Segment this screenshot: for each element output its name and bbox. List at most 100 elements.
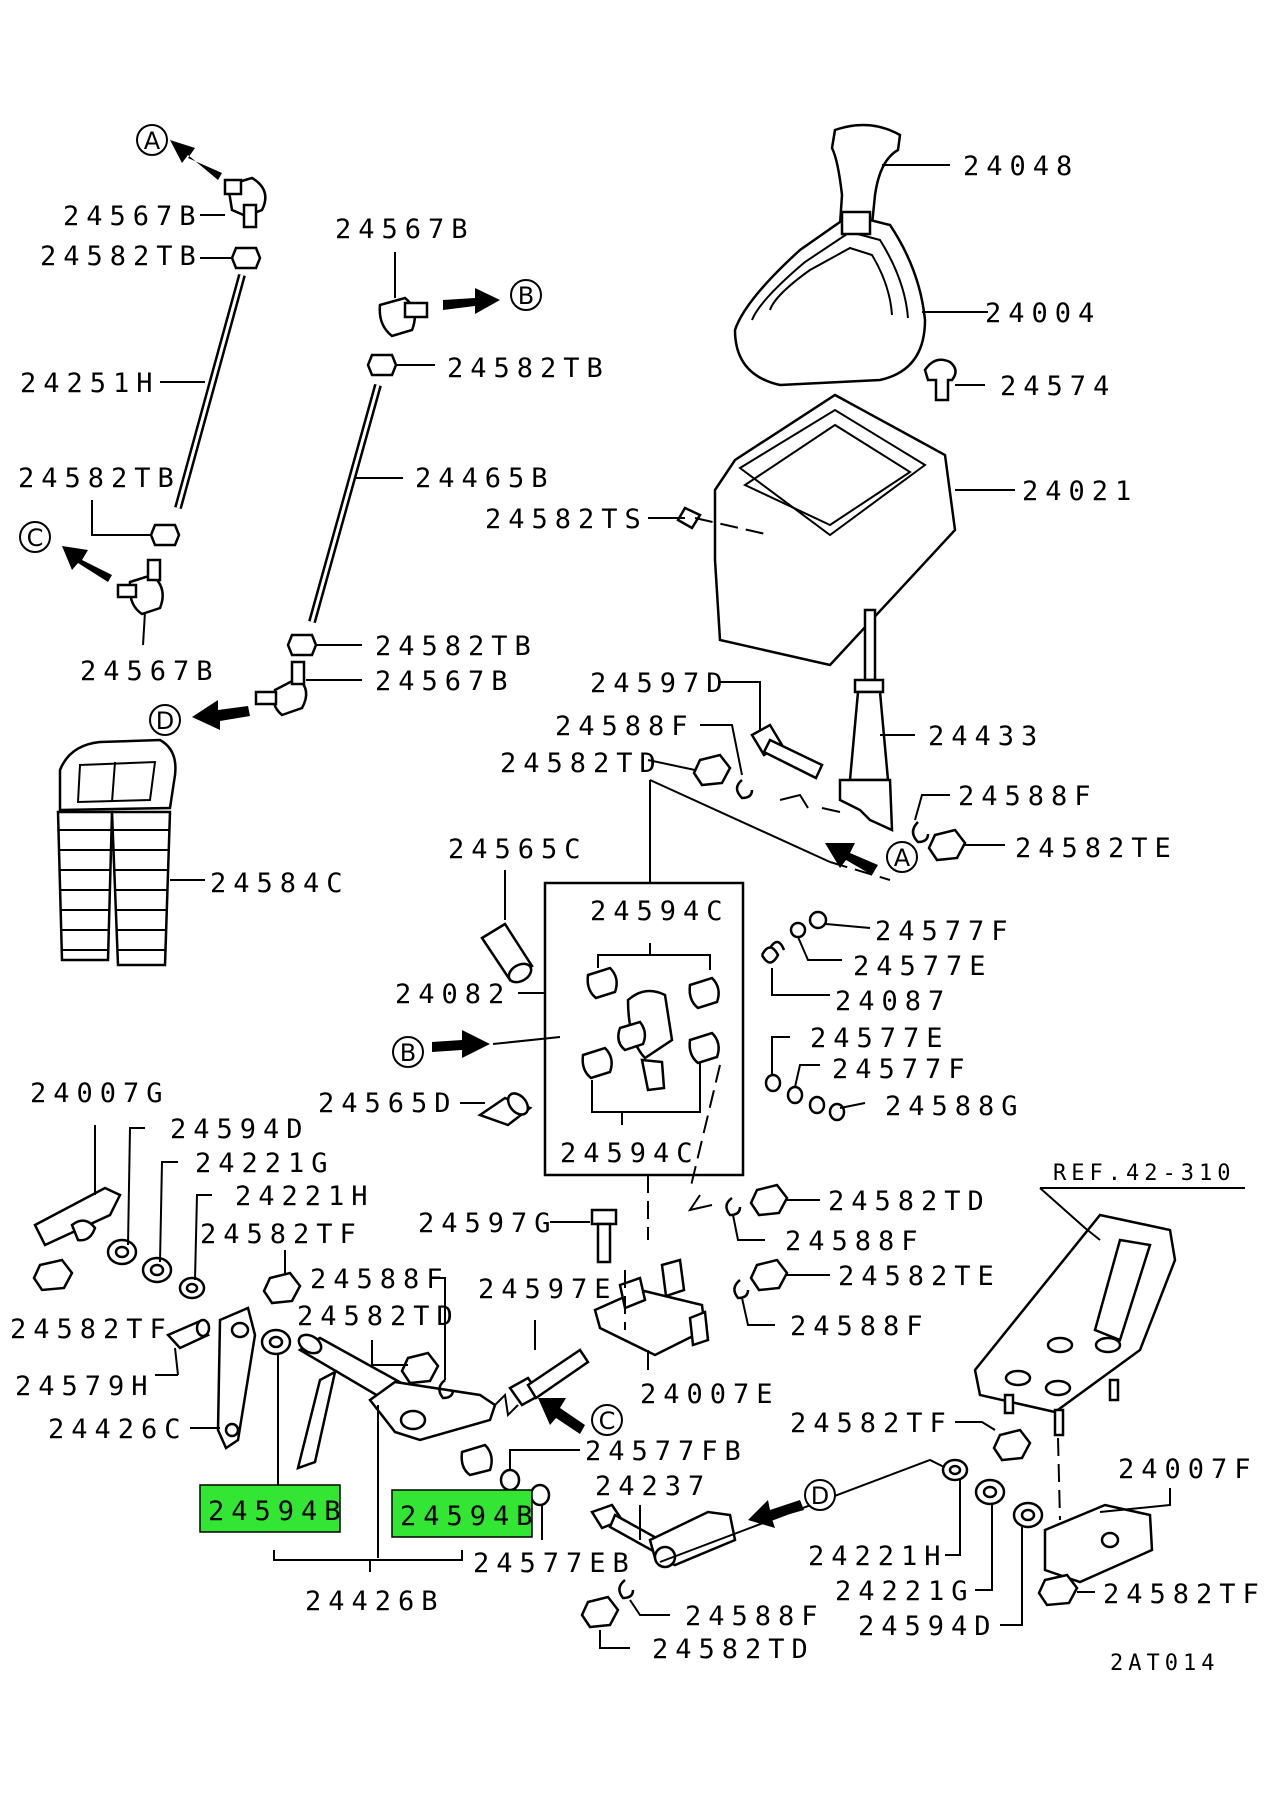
label-24588F-f: 24588F <box>685 1601 825 1632</box>
label-24565C: 24565C <box>448 834 588 865</box>
bolt-24574[interactable] <box>923 358 957 402</box>
nut-top-mid[interactable] <box>366 353 398 377</box>
nut-24582TE-top[interactable] <box>927 828 967 862</box>
clip-24588F-f[interactable] <box>618 1579 635 1600</box>
pin-24565C[interactable] <box>480 922 534 986</box>
shift-boot[interactable] <box>733 210 927 387</box>
clip-24582TS[interactable] <box>676 506 702 530</box>
label-24582TB-b: 24582TB <box>18 463 181 494</box>
console-24021[interactable] <box>713 393 957 667</box>
bracket-24007G[interactable] <box>33 1186 122 1247</box>
nut-24582TD-d[interactable] <box>580 1595 620 1629</box>
spring-24087[interactable] <box>760 940 786 964</box>
rod-24237[interactable] <box>590 1503 737 1569</box>
nut-mid-left[interactable] <box>149 523 181 547</box>
bushing-24594D-b[interactable] <box>1012 1501 1044 1529</box>
bolt-24597G[interactable] <box>590 1208 618 1264</box>
nut-24582TD-c[interactable] <box>749 1183 789 1217</box>
label-24594B-a: 24594B <box>208 1496 348 1527</box>
label-24582TB-d: 24582TB <box>375 631 538 662</box>
nut-24582TE-b[interactable] <box>749 1258 789 1292</box>
label-24433: 24433 <box>928 721 1044 752</box>
pin-24565D[interactable] <box>477 1090 533 1127</box>
ball-joint-bottom-left[interactable] <box>116 558 164 616</box>
label-24004: 24004 <box>985 298 1101 329</box>
label-24426C: 24426C <box>48 1414 188 1445</box>
label-24594C-b: 24594C <box>560 1138 700 1169</box>
bushing-24221G-a[interactable] <box>141 1256 173 1284</box>
rod-24251H[interactable] <box>174 273 246 510</box>
label-24465B: 24465B <box>415 463 555 494</box>
label-24594D-a: 24594D <box>170 1114 310 1145</box>
label-24577F-a: 24577F <box>875 916 1015 947</box>
bushing-group-24594C[interactable] <box>581 966 720 1092</box>
clip-24588F-top[interactable] <box>735 779 754 800</box>
bushing-24594D-a[interactable] <box>106 1238 138 1266</box>
washer-24577F[interactable] <box>789 910 828 939</box>
shaft-24426B[interactable] <box>296 1331 497 1470</box>
nut-bottom-mid[interactable] <box>286 633 318 657</box>
diagram-code: 2AT014 <box>1110 1651 1219 1676</box>
label-24574: 24574 <box>1000 371 1116 402</box>
callout-B-top: B <box>518 282 534 310</box>
bushing-24221H-a[interactable] <box>178 1276 206 1300</box>
callout-B-center: B <box>400 1039 416 1067</box>
label-24082: 24082 <box>395 979 511 1010</box>
bushing-24221G-b[interactable] <box>974 1478 1006 1506</box>
transmission-plate-ref[interactable] <box>973 1213 1177 1437</box>
label-24594C-a: 24594C <box>590 896 730 927</box>
bolt-24597E[interactable] <box>508 1348 590 1407</box>
label-24582TD-c: 24582TD <box>828 1186 991 1217</box>
label-24582TF-b: 24582TF <box>10 1314 173 1345</box>
label-24588F-c: 24588F <box>310 1264 450 1295</box>
bracket-24007E[interactable] <box>593 1258 710 1357</box>
label-24021: 24021 <box>1022 476 1138 507</box>
shift-knob[interactable] <box>830 123 902 232</box>
bushing-24221H-b[interactable] <box>941 1458 969 1482</box>
bracket-24007F[interactable] <box>1043 1503 1154 1584</box>
label-24579H: 24579H <box>15 1371 155 1402</box>
nut-24582TD-top[interactable] <box>692 753 732 787</box>
assembly-box-24082 <box>543 881 745 1177</box>
nut-top-left[interactable] <box>230 246 262 270</box>
label-24251H: 24251H <box>20 368 160 399</box>
nut-24582TF-d[interactable] <box>1037 1573 1079 1607</box>
arm-24426C[interactable] <box>216 1306 257 1450</box>
nut-24582TF-a[interactable] <box>32 1258 74 1292</box>
nut-24582TF-c[interactable] <box>992 1428 1032 1462</box>
ball-joint-top-left[interactable] <box>223 176 267 229</box>
pin-24579H[interactable] <box>165 1318 211 1350</box>
label-24594B-b: 24594B <box>400 1501 540 1532</box>
nut-24582TF-b[interactable] <box>262 1271 302 1305</box>
label-24582TF-c: 24582TF <box>790 1408 953 1439</box>
label-24582TF-a: 24582TF <box>200 1219 363 1250</box>
highlight-24594B-a <box>199 1484 341 1533</box>
clip-24588F-c[interactable] <box>438 1379 455 1400</box>
dust-boot-24584C[interactable] <box>56 738 177 967</box>
clip-24588F-d[interactable] <box>725 1196 742 1217</box>
nut-24582TD-b[interactable] <box>400 1351 440 1385</box>
rod-24465B[interactable] <box>308 383 382 624</box>
label-24577E-a: 24577E <box>853 951 993 982</box>
label-24087: 24087 <box>835 986 951 1017</box>
clip-24588F-right[interactable] <box>911 821 930 844</box>
callout-D-mid: D <box>156 707 174 735</box>
ball-joint-top-mid[interactable] <box>378 296 429 338</box>
label-24577F-b: 24577F <box>832 1054 972 1085</box>
shift-lever-24433[interactable] <box>838 608 894 832</box>
callout-C-lower: C <box>599 1407 616 1435</box>
label-24582TB-c: 24582TB <box>447 353 610 384</box>
bolt-24597D[interactable] <box>750 723 824 780</box>
callout-C-left: C <box>27 524 44 552</box>
bushing-24594B-a[interactable] <box>260 1328 292 1356</box>
label-24221G-b: 24221G <box>835 1576 975 1607</box>
label-24582TE-a: 24582TE <box>1015 833 1178 864</box>
callout-A-right: A <box>894 844 911 872</box>
ball-joint-bottom-mid[interactable] <box>254 660 308 717</box>
label-24221G-a: 24221G <box>195 1148 335 1179</box>
label-24582TB-a: 24582TB <box>40 241 203 272</box>
callout-D-lower: D <box>811 1482 829 1510</box>
label-24597E: 24597E <box>478 1274 618 1305</box>
clip-24588F-e[interactable] <box>733 1279 750 1300</box>
